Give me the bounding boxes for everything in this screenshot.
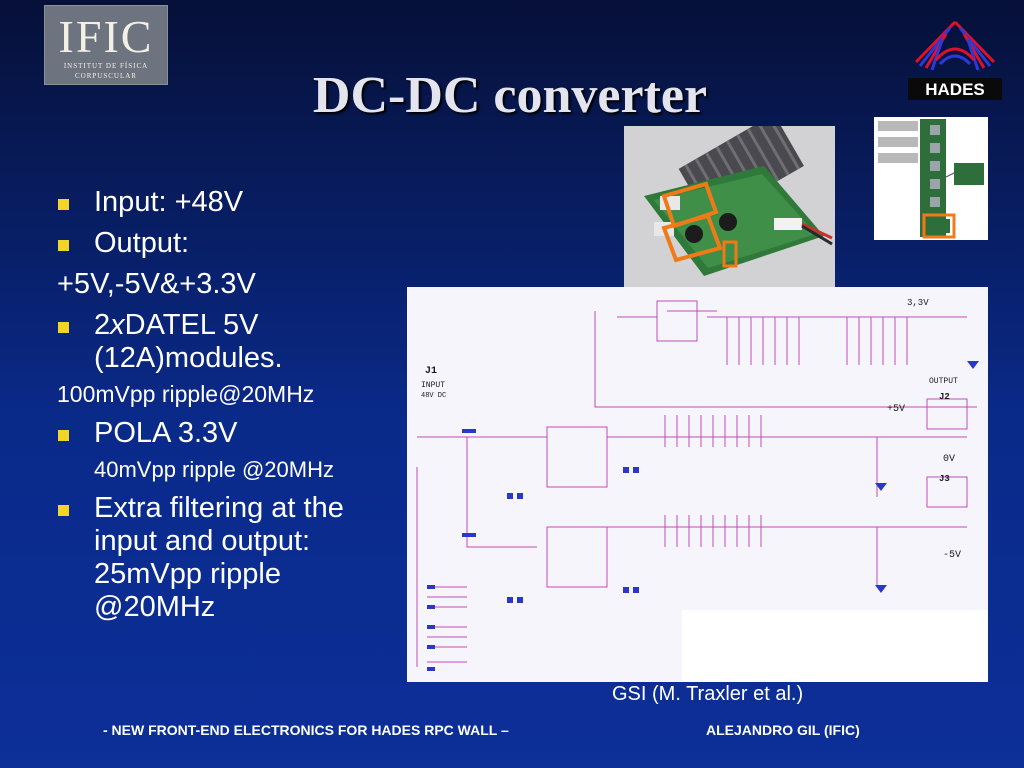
front-end-board-photo (874, 117, 988, 240)
schematic-label-3v3: 3,3V (907, 298, 929, 308)
schematic-label-input-voltage: 48V DC (421, 392, 446, 400)
bullet-marker-icon (58, 322, 69, 333)
hades-logo-text: HADES (925, 80, 985, 99)
bullet-output: Output: (94, 227, 190, 259)
footer-title: - NEW FRONT-END ELECTRONICS FOR HADES RP… (103, 722, 509, 738)
bullet-output-values: +5V,-5V&+3.3V (57, 268, 256, 300)
bullet-filter-l2: input and output: (94, 525, 311, 557)
bullet-filter-l4: @20MHz (94, 591, 216, 623)
schematic-label-j1: J1 (425, 366, 437, 377)
bullet-datel-model: DATEL 5V (124, 309, 259, 341)
schematic-label-plus5v: +5V (887, 404, 905, 415)
schematic-label-input: INPUT (421, 381, 445, 390)
ific-logo-text: IFIC (58, 11, 154, 62)
schematic-diagram: J1 INPUT 48V DC 3,3V OUTPUT J2 +5V 0V J3… (407, 287, 988, 682)
bullet-datel-line2: (12A)modules. (94, 342, 283, 374)
bullet-marker-icon (58, 199, 69, 210)
footer-author: ALEJANDRO GIL (IFIC) (706, 722, 860, 738)
front-end-board-image (874, 117, 988, 240)
bullet-input: Input: +48V (94, 186, 244, 218)
ific-logo: IFIC INSTITUT DE FÍSICA CORPUSCULAR (44, 5, 168, 85)
bullet-datel-ripple: 100mVpp ripple@20MHz (57, 381, 315, 407)
hades-emblem-icon: HADES (908, 20, 1002, 100)
bullet-datel-count: 2 (94, 309, 111, 341)
ific-logo-subtitle-1: INSTITUT DE FÍSICA (63, 62, 149, 70)
schematic-label-minus5v: -5V (943, 550, 961, 561)
ific-logo-subtitle-2: CORPUSCULAR (75, 72, 137, 80)
bullet-pola-ripple: 40mVpp ripple @20MHz (94, 457, 334, 482)
slide-title: DC-DC converter (312, 67, 708, 124)
bullet-pola: POLA 3.3V (94, 417, 238, 449)
hades-logo: HADES (906, 14, 1004, 104)
bullet-filter-l3: 25mVpp ripple (94, 558, 281, 590)
converter-board-photo (624, 113, 835, 290)
schematic-label-j2: J2 (939, 392, 950, 402)
bullet-filter-l1: Extra filtering at the (94, 492, 344, 524)
image-credit: GSI (M. Traxler et al.) (612, 683, 804, 705)
bullet-datel: 2xDATEL 5V (94, 309, 258, 342)
circuit-schematic: J1 INPUT 48V DC 3,3V OUTPUT J2 +5V 0V J3… (407, 287, 988, 682)
bullet-marker-icon (58, 240, 69, 251)
schematic-label-0v: 0V (943, 454, 955, 465)
schematic-label-output: OUTPUT (929, 377, 958, 386)
bullet-marker-icon (58, 505, 69, 516)
bullet-marker-icon (58, 430, 69, 441)
schematic-label-j3: J3 (939, 474, 950, 484)
board-photo-image (624, 113, 835, 290)
bullet-datel-times: x (110, 309, 125, 341)
